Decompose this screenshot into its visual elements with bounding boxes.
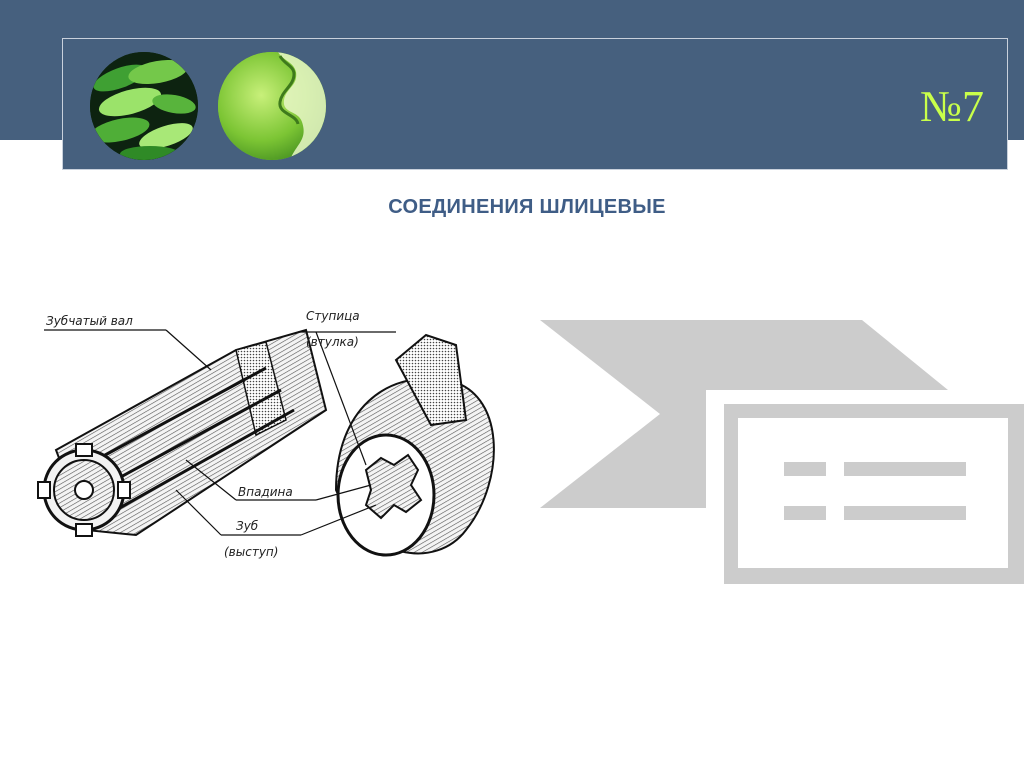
spline-joint-drawing: Зубчатый вал Ступица (втулка) Впадина Зу…: [36, 290, 516, 590]
slide-number: №7: [920, 82, 984, 131]
splined-shaft-icon: [37, 328, 328, 537]
green-leaves-photo-icon: [90, 52, 198, 160]
hub-sleeve-icon: [334, 333, 495, 557]
label-groove: Впадина: [238, 485, 293, 499]
header-panel: [62, 38, 1008, 170]
label-hub: Ступица: [306, 309, 360, 323]
label-sleeve: (втулка): [306, 335, 359, 349]
flag-document-placeholder-icon: [540, 318, 1024, 584]
label-tooth: Зуб: [236, 519, 259, 533]
label-protrusion: (выступ): [224, 545, 278, 559]
green-puzzle-photo-icon: [218, 52, 326, 160]
label-shaft: Зубчатый вал: [46, 314, 133, 328]
slide-title: СОЕДИНЕНИЯ ШЛИЦЕВЫЕ: [388, 196, 666, 218]
